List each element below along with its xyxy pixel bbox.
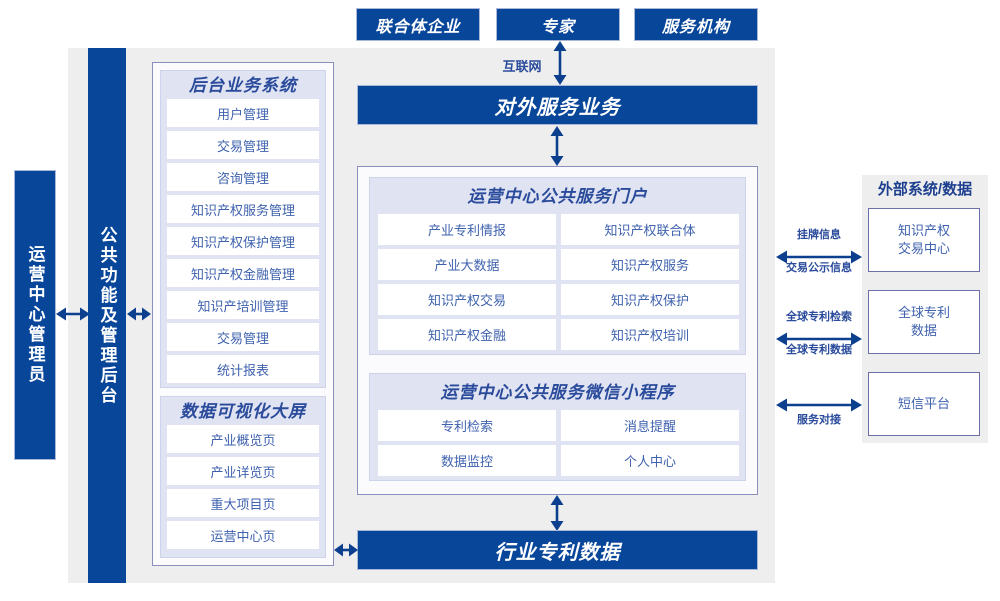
admin-column[interactable]: 运营中心管理员 [14,170,56,460]
external-system-line2: 数据 [910,323,937,338]
top-actor-label: 服务机构 [661,18,730,36]
top-actor-box-2[interactable]: 服务机构 [634,8,758,41]
external-system-box-text: 知识产权 交易中心 [898,222,950,257]
miniprogram-item-label: 消息提醒 [623,419,676,434]
external-service-bar[interactable]: 对外服务业务 [357,85,758,125]
bigscreen-group-title: 数据可视化大屏 [180,402,306,421]
miniprogram-group-title: 运营中心公共服务微信小程序 [440,383,675,402]
portal-item-label: 知识产权服务 [610,258,689,273]
top-actor-label: 专家 [540,18,575,36]
external-system-line2: 交易中心 [897,241,950,256]
portal-item-4[interactable]: 知识产权交易 [378,284,556,315]
external-system-line1: 全球专利 [897,305,950,321]
external-system-box-2[interactable]: 短信平台 [868,372,980,436]
bigscreen-item-label: 运营中心页 [210,528,276,544]
backend-item-label: 咨询管理 [216,170,269,186]
backend-item-label: 统计报表 [216,362,269,378]
bigscreen-item-label: 产业概览页 [210,432,276,448]
external-link-label-1-below: 全球专利数据 [786,344,852,356]
miniprogram-item-label: 个人中心 [623,454,676,469]
top-actor-box-0[interactable]: 联合体企业 [356,8,480,41]
external-link-arrow-2 [776,398,862,412]
internet-label: 互联网 [502,59,542,74]
miniprogram-item-1[interactable]: 消息提醒 [561,410,739,441]
backend-item-7[interactable]: 交易管理 [167,323,319,351]
top-actor-box-1[interactable]: 专家 [496,8,620,41]
bigscreen-item-3[interactable]: 运营中心页 [167,521,319,549]
external-system-box-text: 全球专利 数据 [898,304,950,339]
public-backend-column[interactable]: 公共功能及管理后台 [88,48,126,583]
portal-item-3[interactable]: 知识产权服务 [561,249,739,280]
backend-item-0[interactable]: 用户管理 [167,99,319,127]
bigscreen-item-label: 重大项目页 [210,496,276,512]
admin-to-backend-arrow [56,307,90,321]
bigscreen-item-2[interactable]: 重大项目页 [167,489,319,517]
top-actor-label: 联合体企业 [375,18,461,36]
external-service-label: 对外服务业务 [494,96,621,119]
backend-column-to-systems-arrow [127,307,151,321]
bigscreen-item-1[interactable]: 产业详览页 [167,457,319,485]
admin-column-label: 运营中心管理员 [25,245,45,385]
backend-item-label: 知识产权金融管理 [190,266,295,282]
service-to-portal-arrow [550,126,564,166]
external-link-label-1-above: 全球专利检索 [786,311,852,323]
portal-group-title: 运营中心公共服务门户 [467,187,648,206]
backend-item-6[interactable]: 知识产培训管理 [167,291,319,319]
portal-to-industrydata-arrow [550,495,564,531]
industry-data-bar[interactable]: 行业专利数据 [357,530,758,570]
bigscreen-item-label: 产业详览页 [210,464,276,480]
portal-item-label: 知识产权金融 [427,328,506,343]
backend-item-3[interactable]: 知识产权服务管理 [167,195,319,223]
portal-item-7[interactable]: 知识产权培训 [561,319,739,350]
backend-group-title: 后台业务系统 [189,76,297,95]
external-systems-title: 外部系统/数据 [877,181,973,198]
external-link-label-2-below: 服务对接 [797,414,841,426]
portal-item-1[interactable]: 知识产权联合体 [561,214,739,245]
portal-item-label: 知识产权保护 [610,293,689,308]
external-link-label-0-above: 挂牌信息 [797,229,841,241]
external-system-box-0[interactable]: 知识产权 交易中心 [868,208,980,272]
public-backend-column-label: 公共功能及管理后台 [97,225,117,406]
miniprogram-item-label: 专利检索 [440,419,493,434]
portal-item-label: 知识产权培训 [610,328,689,343]
portal-item-label: 知识产权交易 [427,293,506,308]
backend-item-label: 交易管理 [216,330,269,346]
backend-item-label: 知识产权保护管理 [190,234,295,250]
external-link-arrow-0 [776,250,862,264]
backend-item-8[interactable]: 统计报表 [167,355,319,383]
backend-item-label: 知识产权服务管理 [190,202,295,218]
portal-item-label: 产业大数据 [434,258,500,273]
external-link-arrow-1 [776,332,862,346]
backend-item-label: 知识产培训管理 [197,298,289,314]
external-system-line1: 短信平台 [897,396,950,412]
backend-item-4[interactable]: 知识产权保护管理 [167,227,319,255]
miniprogram-item-0[interactable]: 专利检索 [378,410,556,441]
portal-item-label: 产业专利情报 [427,223,506,238]
miniprogram-item-3[interactable]: 个人中心 [561,445,739,476]
portal-item-0[interactable]: 产业专利情报 [378,214,556,245]
portal-item-5[interactable]: 知识产权保护 [561,284,739,315]
backend-item-label: 交易管理 [216,138,269,154]
external-system-box-1[interactable]: 全球专利 数据 [868,290,980,354]
portal-item-2[interactable]: 产业大数据 [378,249,556,280]
external-system-line1: 知识产权 [897,223,950,239]
portal-item-6[interactable]: 知识产权金融 [378,319,556,350]
backend-item-5[interactable]: 知识产权金融管理 [167,259,319,287]
external-link-label-0-below: 交易公示信息 [786,262,852,274]
industry-data-label: 行业专利数据 [494,541,621,564]
backend-to-industrydata-arrow [334,543,358,557]
bigscreen-item-0[interactable]: 产业概览页 [167,425,319,453]
backend-item-1[interactable]: 交易管理 [167,131,319,159]
miniprogram-item-2[interactable]: 数据监控 [378,445,556,476]
backend-item-2[interactable]: 咨询管理 [167,163,319,191]
backend-item-label: 用户管理 [216,106,269,122]
internet-arrow [553,41,567,85]
miniprogram-item-label: 数据监控 [440,454,493,469]
portal-item-label: 知识产权联合体 [604,223,696,238]
